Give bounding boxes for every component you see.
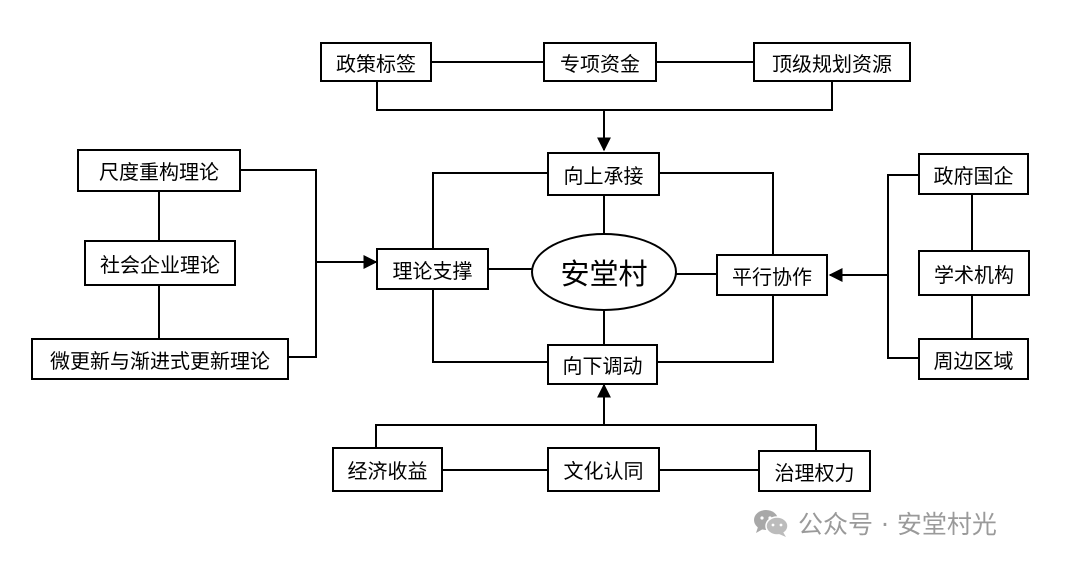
node-governance-power: 治理权力 [758, 450, 871, 492]
node-cultural-identity: 文化认同 [547, 447, 660, 492]
node-scale-restructuring-theory: 尺度重构理论 [77, 149, 241, 192]
hub-upward-undertaking: 向上承接 [547, 152, 660, 196]
left-bracket [241, 169, 317, 358]
node-micro-renewal-theory: 微更新与渐进式更新理论 [31, 338, 289, 380]
right-bracket [887, 174, 918, 359]
node-social-enterprise-theory: 社会企业理论 [84, 240, 236, 286]
wechat-icon [754, 510, 789, 537]
node-surrounding-region: 周边区域 [918, 338, 1029, 380]
node-economic-benefits: 经济收益 [332, 447, 443, 492]
bottom-bracket [375, 424, 817, 450]
node-government-soe: 政府国企 [918, 153, 1029, 195]
hub-theory-support: 理论支撑 [376, 248, 489, 290]
node-top-planning-resources: 顶级规划资源 [753, 42, 911, 82]
top-bracket [376, 81, 833, 111]
loop-bottom-left [432, 290, 547, 363]
center-anthang-village: 安堂村 [531, 233, 677, 311]
node-policy-label: 政策标签 [320, 42, 432, 82]
loop-top-left [432, 172, 547, 248]
node-academic-institutions: 学术机构 [918, 250, 1030, 296]
hub-downward-mobilization: 向下调动 [547, 344, 658, 385]
node-special-funds: 专项资金 [543, 42, 657, 82]
hub-parallel-collaboration: 平行协作 [716, 254, 828, 296]
loop-bottom-right [658, 296, 774, 363]
loop-top-right [660, 172, 774, 254]
watermark-text: 公众号 · 安堂村光 [798, 510, 997, 539]
watermark: 公众号 · 安堂村光 [752, 503, 997, 543]
